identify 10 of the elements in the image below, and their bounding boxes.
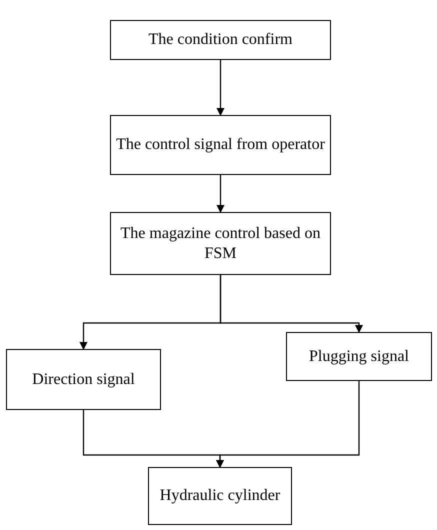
process-box: The magazine control based on FSM xyxy=(110,212,331,275)
process-box: Plugging signal xyxy=(286,332,432,381)
arrow xyxy=(216,175,224,213)
arrow xyxy=(220,275,363,333)
process-box: Direction signal xyxy=(6,349,161,410)
process-box: The control signal from operator xyxy=(110,115,331,175)
arrow xyxy=(216,381,360,468)
process-box: The condition confirm xyxy=(110,20,331,60)
process-box: Hydraulic cylinder xyxy=(148,467,292,525)
arrow xyxy=(216,60,224,116)
